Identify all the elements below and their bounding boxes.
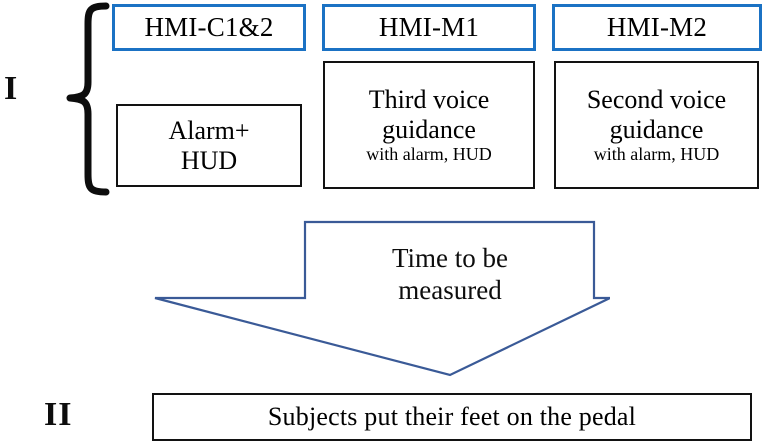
condition-header-hmi-c1-2[interactable]: HMI-C1&2 bbox=[112, 4, 306, 51]
outcome-box-subjects-pedal[interactable]: Subjects put their feet on the pedal bbox=[152, 393, 752, 441]
outcome-label: Subjects put their feet on the pedal bbox=[267, 402, 637, 432]
condition-body-subtext: with alarm, HUD bbox=[593, 143, 720, 164]
condition-body-line-1: Second voice bbox=[586, 85, 727, 115]
condition-body-line-2: guidance bbox=[382, 114, 476, 144]
down-block-arrow-icon bbox=[150, 216, 610, 382]
section-label-one: I bbox=[4, 70, 19, 107]
condition-body-hmi-m1[interactable]: Third voice guidance with alarm, HUD bbox=[323, 61, 535, 189]
arrow-label: Time to be measured bbox=[308, 243, 592, 307]
condition-body-line-1: Alarm+ bbox=[168, 116, 250, 146]
condition-header-label: HMI-C1&2 bbox=[144, 12, 274, 43]
condition-body-subtext: with alarm, HUD bbox=[366, 143, 492, 164]
arrow-label-line-1: Time to be bbox=[391, 243, 508, 273]
condition-body-hmi-c1-2[interactable]: Alarm+ HUD bbox=[116, 104, 302, 187]
condition-header-label: HMI-M2 bbox=[606, 12, 708, 43]
condition-body-stack: Second voice guidance with alarm, HUD bbox=[587, 85, 726, 164]
condition-body-line-2: HUD bbox=[180, 145, 238, 175]
condition-header-label: HMI-M1 bbox=[378, 12, 480, 43]
section-label-two: II bbox=[44, 396, 73, 433]
condition-body-stack: Third voice guidance with alarm, HUD bbox=[366, 85, 491, 164]
left-curly-brace-icon bbox=[40, 0, 114, 200]
condition-body-line-2: guidance bbox=[609, 114, 704, 144]
condition-header-hmi-m2[interactable]: HMI-M2 bbox=[552, 4, 762, 51]
condition-header-hmi-m1[interactable]: HMI-M1 bbox=[322, 4, 536, 51]
condition-body-hmi-m2[interactable]: Second voice guidance with alarm, HUD bbox=[554, 61, 759, 189]
condition-body-line-1: Third voice bbox=[368, 85, 490, 115]
arrow-label-line-2: measured bbox=[398, 274, 502, 305]
condition-body-stack: Alarm+ HUD bbox=[168, 116, 249, 174]
